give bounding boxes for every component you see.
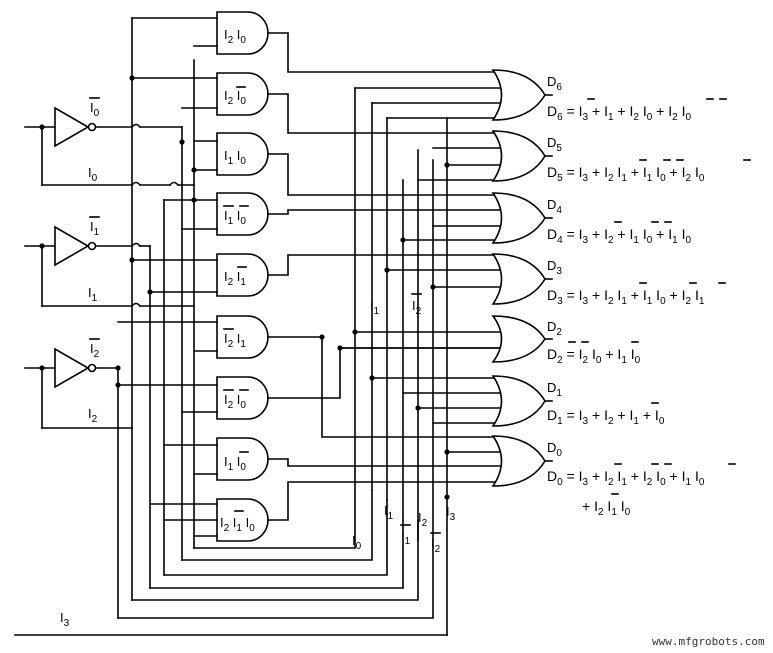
input-i3 (14, 496, 448, 636)
equation-d0-continued: + I2 I1 I0 (582, 498, 631, 518)
output-d5: D5 (547, 135, 562, 154)
bus-label-i2-bar-b: I2 (431, 536, 441, 555)
and-gate-7: I2 I0 (117, 376, 269, 420)
or-gate-d1 (491, 375, 546, 427)
bus-label-i2-b: I2 (418, 510, 428, 529)
i2-label: I2 (88, 406, 98, 425)
or-gate-d3 (491, 253, 546, 305)
equations: D6 = I3 + I1 + I2 I0 + I2 I0 D5 = I3 + I… (547, 98, 751, 518)
i1-label: I1 (88, 285, 98, 304)
bus-label-i1-bar: I1 (401, 528, 411, 547)
bus-label-i0: I0 (352, 533, 362, 552)
not-i2-label: I2 (90, 341, 100, 360)
and-gate-2: I2 I0 (131, 72, 269, 116)
and-gates: I2 I0 I2 I0 I1 I0 I1 I0 (117, 11, 269, 542)
equation-d4: D4 = I3 + I2 + I1 I0 + I1 I0 (547, 226, 692, 246)
or-gates (491, 69, 553, 487)
equation-d6: D6 = I3 + I1 + I2 I0 + I2 I0 (547, 103, 692, 123)
input-i0 (24, 124, 195, 187)
not-gate-i0 (54, 106, 183, 148)
i3-label: I3 (60, 610, 70, 629)
equation-d3: D3 = I3 + I2 I1 + I1 I0 + I2 I1 (547, 287, 705, 307)
output-d2: D2 (547, 319, 562, 338)
output-d6: D6 (547, 74, 562, 93)
input-i1 (24, 243, 195, 308)
or-gate-d2 (491, 315, 546, 363)
equation-d2: D2 = I2 I0 + I1 I0 (547, 346, 641, 366)
not-i1-label: I1 (90, 219, 100, 238)
or-gate-d5 (491, 130, 546, 182)
and-gate-5: I2 I1 (131, 253, 269, 297)
equation-d1: D1 = I3 + I2 + I1 + I0 (547, 407, 665, 427)
interconnect-wires (117, 32, 501, 619)
equation-d0: D0 = I3 + I2 I1 + I2 I0 + I1 I0 (547, 468, 705, 488)
i0-label: I0 (88, 165, 98, 184)
bus-label-i1-b: I1 (384, 503, 394, 522)
input-i2 (24, 365, 133, 429)
and-gate-9: I2 I1 I0 (149, 498, 269, 542)
output-d1: D1 (547, 380, 562, 399)
not-gate-i1 (54, 225, 151, 267)
equation-d5: D5 = I3 + I2 I1 + I1 I0 + I2 I0 (547, 164, 705, 184)
and-gate-4: I1 I0 (163, 192, 269, 236)
bus-label-i1: I1 (370, 298, 380, 317)
or-gate-d0 (491, 435, 546, 487)
bus-label-i3: I3 (446, 504, 456, 523)
not-gate-i2 (54, 347, 119, 389)
svg-text:I2 I1 I0: I2 I1 I0 (220, 515, 255, 534)
not-i0-label: I0 (90, 100, 100, 119)
and-gate-8: I1 I0 (163, 437, 269, 481)
watermark: www.mfgrobots.com (652, 635, 765, 648)
or-gate-d6 (491, 69, 546, 121)
and-gate-3: I1 I0 (193, 132, 269, 176)
output-d4: D4 (547, 197, 562, 216)
or-gate-d4 (491, 192, 546, 244)
output-d3: D3 (547, 258, 562, 277)
and-gate-1: I2 I0 (131, 11, 269, 55)
output-d0: D0 (547, 440, 562, 459)
and-gate-6: I2 I1 (117, 315, 269, 359)
bus-label-i2-bar: I2 (412, 298, 422, 317)
